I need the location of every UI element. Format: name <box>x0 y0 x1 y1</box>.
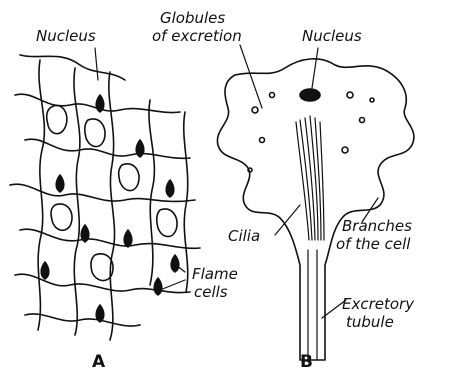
label-branches-line1: Branches <box>342 218 412 234</box>
label-cilia: Cilia <box>228 228 260 244</box>
label-nucleus-b: Nucleus <box>302 28 362 44</box>
label-excretory-line2: tubule <box>346 314 394 330</box>
label-globules-line1: Globules <box>160 10 225 26</box>
label-flame-line2: cells <box>194 284 228 300</box>
label-flame-line1: Flame <box>192 266 238 282</box>
panel-letter-a: A <box>92 352 105 372</box>
panel-a-network <box>10 48 200 340</box>
label-globules-line2: of excretion <box>152 28 242 44</box>
panel-letter-b: B <box>300 352 313 372</box>
label-branches-line2: of the cell <box>336 236 410 252</box>
label-nucleus-a: Nucleus <box>36 28 96 44</box>
label-excretory-line1: Excretory <box>342 296 414 312</box>
